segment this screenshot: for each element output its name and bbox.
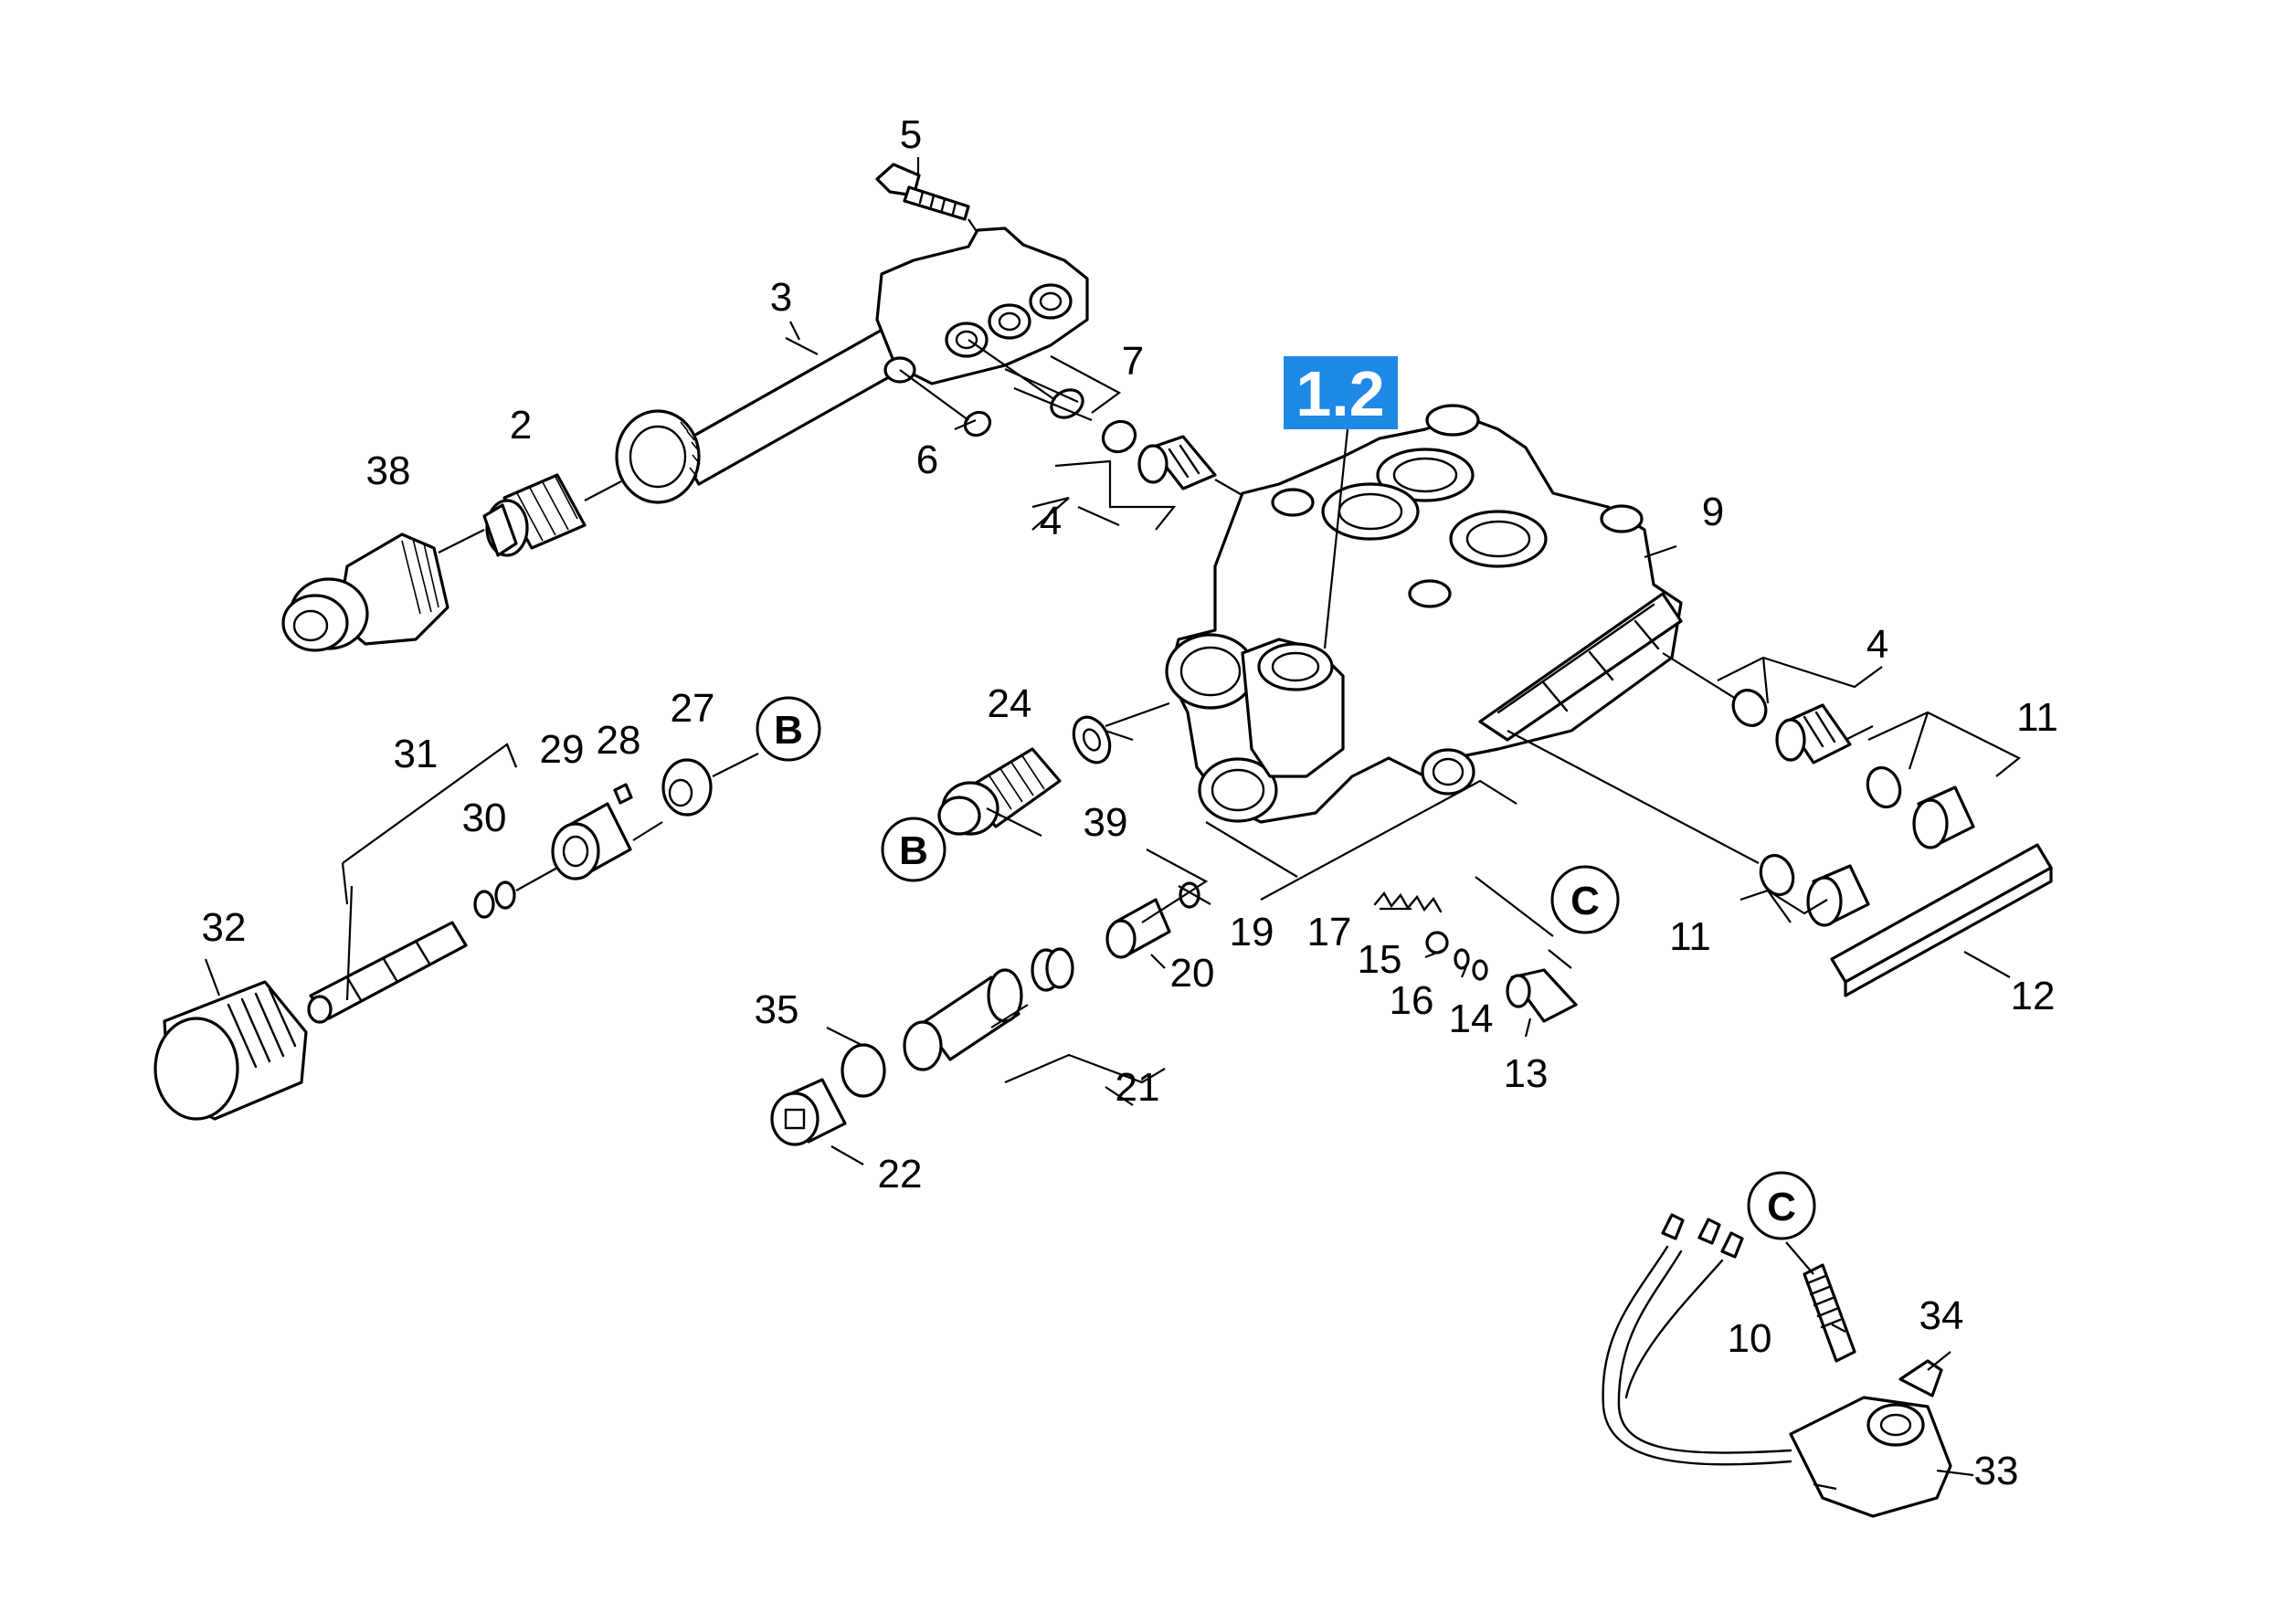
label-11-lower: 11 (1669, 914, 1711, 959)
part-7-orings (899, 339, 1137, 454)
label-14: 14 (1449, 997, 1494, 1041)
label-2: 2 (510, 403, 532, 448)
svg-text:B: B (899, 828, 928, 873)
ref-c-bottom: C (1747, 1171, 1816, 1240)
svg-text:B: B (774, 708, 803, 753)
part-13-nipple (1506, 968, 1578, 1023)
label-32: 32 (202, 905, 247, 950)
label-17: 17 (1307, 910, 1352, 954)
ref-b-top: B (756, 696, 821, 762)
part-28-pin (613, 783, 633, 805)
part-32-knob (153, 980, 308, 1121)
part-10-switch-stem (1803, 1263, 1856, 1363)
label-5: 5 (900, 112, 922, 157)
label-29: 29 (540, 727, 585, 772)
label-9: 9 (1702, 490, 1724, 534)
label-13: 13 (1504, 1051, 1549, 1096)
cable (1602, 1213, 1814, 1466)
label-4-top: 4 (1040, 499, 1062, 543)
part-16-oring (1454, 948, 1470, 970)
ref-c-right: C (1550, 865, 1620, 934)
label-16: 16 (1390, 978, 1434, 1023)
part-4-check-valve-top (1137, 435, 1253, 501)
label-11-upper: 11 (2016, 695, 2058, 740)
part-21-valve-assembly (903, 947, 1074, 1071)
label-6: 6 (916, 438, 938, 482)
part-22-plug (770, 1078, 847, 1146)
label-30: 30 (462, 796, 507, 840)
part-labels: 5 3 7 2 6 38 4 9 4 24 27 11 31 29 28 39 … (202, 112, 2058, 1493)
label-15: 15 (1358, 937, 1402, 982)
label-7: 7 (1122, 339, 1144, 384)
part-14-oring (1472, 959, 1488, 981)
svg-text:C: C (1767, 1185, 1796, 1229)
part-39-washer (1072, 701, 1170, 765)
label-38: 38 (366, 448, 411, 493)
highlight-callout[interactable]: 1.2 (1284, 356, 1398, 429)
label-22: 22 (878, 1152, 923, 1197)
part-15-ball (1425, 931, 1449, 954)
leader-lines (204, 157, 2022, 1491)
label-34: 34 (1919, 1293, 1964, 1338)
part-34-cap (1898, 1359, 1943, 1397)
part-29-piston-head (551, 802, 663, 881)
label-19: 19 (1230, 910, 1274, 954)
part-2-filter (482, 473, 622, 557)
part-20-valve (1105, 898, 1171, 959)
part-31-stem (307, 921, 468, 1024)
part-4-check-valve-right (1662, 652, 1852, 765)
part-35-oring (841, 1043, 886, 1098)
ref-b-left: B (881, 817, 946, 882)
part-11-plug-upper (1866, 765, 1975, 849)
part-5-screw (875, 163, 978, 234)
label-28: 28 (597, 718, 641, 763)
label-12: 12 (2011, 974, 2056, 1018)
label-31: 31 (394, 732, 439, 776)
label-10: 10 (1728, 1316, 1772, 1361)
label-39: 39 (1084, 800, 1128, 845)
label-21: 21 (1116, 1065, 1160, 1110)
label-20: 20 (1170, 951, 1215, 996)
part-38-coupling (281, 529, 485, 652)
part-9-pump-head (1165, 404, 1683, 824)
svg-text:C: C (1570, 879, 1600, 923)
part-30-orings (473, 867, 558, 919)
part-27-ring (661, 753, 759, 817)
part-11-plug-lower (1507, 730, 1870, 927)
svg-text:1.2: 1.2 (1295, 358, 1384, 429)
label-4-right: 4 (1866, 622, 1888, 667)
part-12-strip (1830, 843, 2053, 997)
label-24: 24 (988, 681, 1032, 726)
part-24-valve (937, 747, 1062, 836)
label-35: 35 (755, 987, 799, 1032)
part-33-switch-body (1789, 1396, 1952, 1518)
part-3-pipe-housing (615, 227, 1089, 504)
label-3: 3 (770, 275, 792, 320)
label-27: 27 (671, 686, 715, 731)
label-33: 33 (1974, 1449, 2019, 1493)
